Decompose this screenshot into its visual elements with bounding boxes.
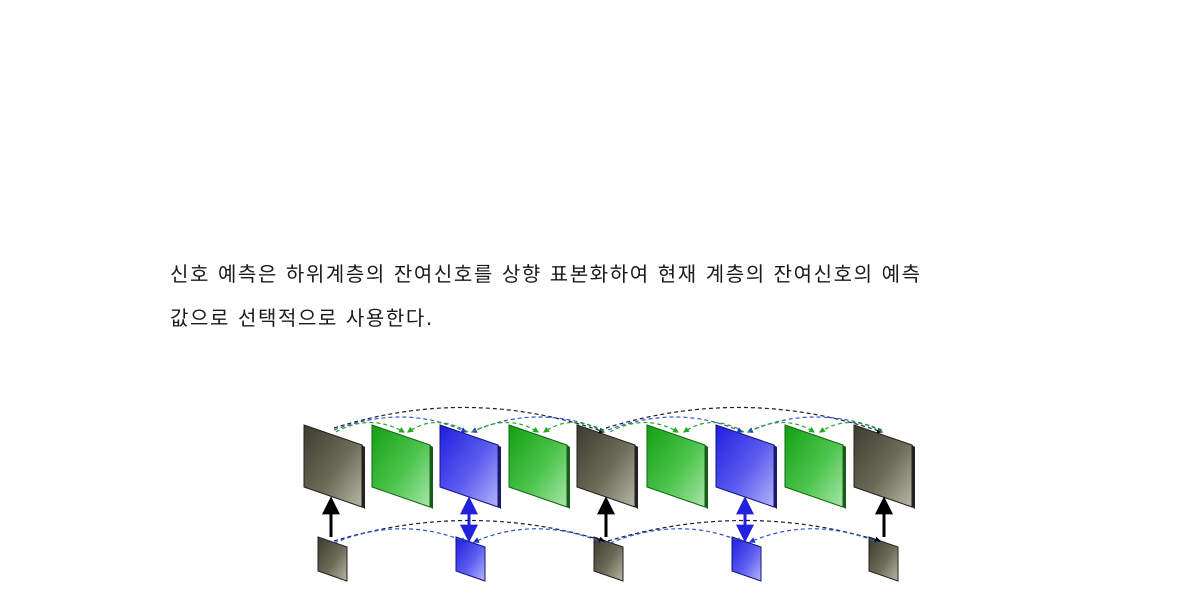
pred-arc-short xyxy=(335,422,406,433)
frame-blue-small xyxy=(455,536,486,582)
pred-arc-short xyxy=(818,422,883,433)
frame-gray xyxy=(576,424,638,509)
body-paragraph: 신호 예측은 하위계층의 잔여신호를 상향 표본화하여 현재 계층의 잔여신호의… xyxy=(170,252,1040,340)
pred-arc-mid-bottom xyxy=(609,528,744,544)
bottom-prediction-arcs xyxy=(333,519,882,544)
frame-gray-small xyxy=(593,536,624,582)
pred-arc-long xyxy=(605,406,884,434)
frame-green xyxy=(784,424,846,509)
bottom-layer-frames xyxy=(317,536,899,582)
pred-arc-mid-bottom xyxy=(748,528,881,544)
frame-green xyxy=(508,424,570,509)
frame-gray xyxy=(853,424,915,509)
pred-arc-short xyxy=(407,422,469,433)
frame-green xyxy=(646,424,708,509)
paragraph-line-2: 값으로 선택적으로 사용한다. xyxy=(170,306,434,330)
frame-green xyxy=(371,424,433,509)
frame-blue-small xyxy=(731,536,762,582)
pred-arc-short xyxy=(683,422,745,433)
pred-arc-mid xyxy=(333,416,468,433)
frame-gray xyxy=(303,424,365,509)
pred-arc-short xyxy=(747,422,816,433)
pred-arc-short xyxy=(609,422,680,433)
frame-gray-small xyxy=(317,536,348,582)
pred-arc-mid-bottom xyxy=(472,528,605,544)
pred-arc-mid xyxy=(607,416,744,433)
pred-arc-long xyxy=(333,406,606,434)
frame-blue xyxy=(439,424,501,509)
inter-layer-arrows xyxy=(322,496,893,543)
pred-arc-mid-bottom xyxy=(333,528,468,544)
top-prediction-arcs xyxy=(333,406,884,434)
pred-arc-short xyxy=(543,422,605,433)
paragraph-line-1: 신호 예측은 하위계층의 잔여신호를 상향 표본화하여 현재 계층의 잔여신호의… xyxy=(170,262,922,286)
frame-blue xyxy=(715,424,777,509)
pred-arc-short xyxy=(471,422,540,433)
frame-gray-small xyxy=(868,536,899,582)
top-layer-frames xyxy=(303,424,915,509)
